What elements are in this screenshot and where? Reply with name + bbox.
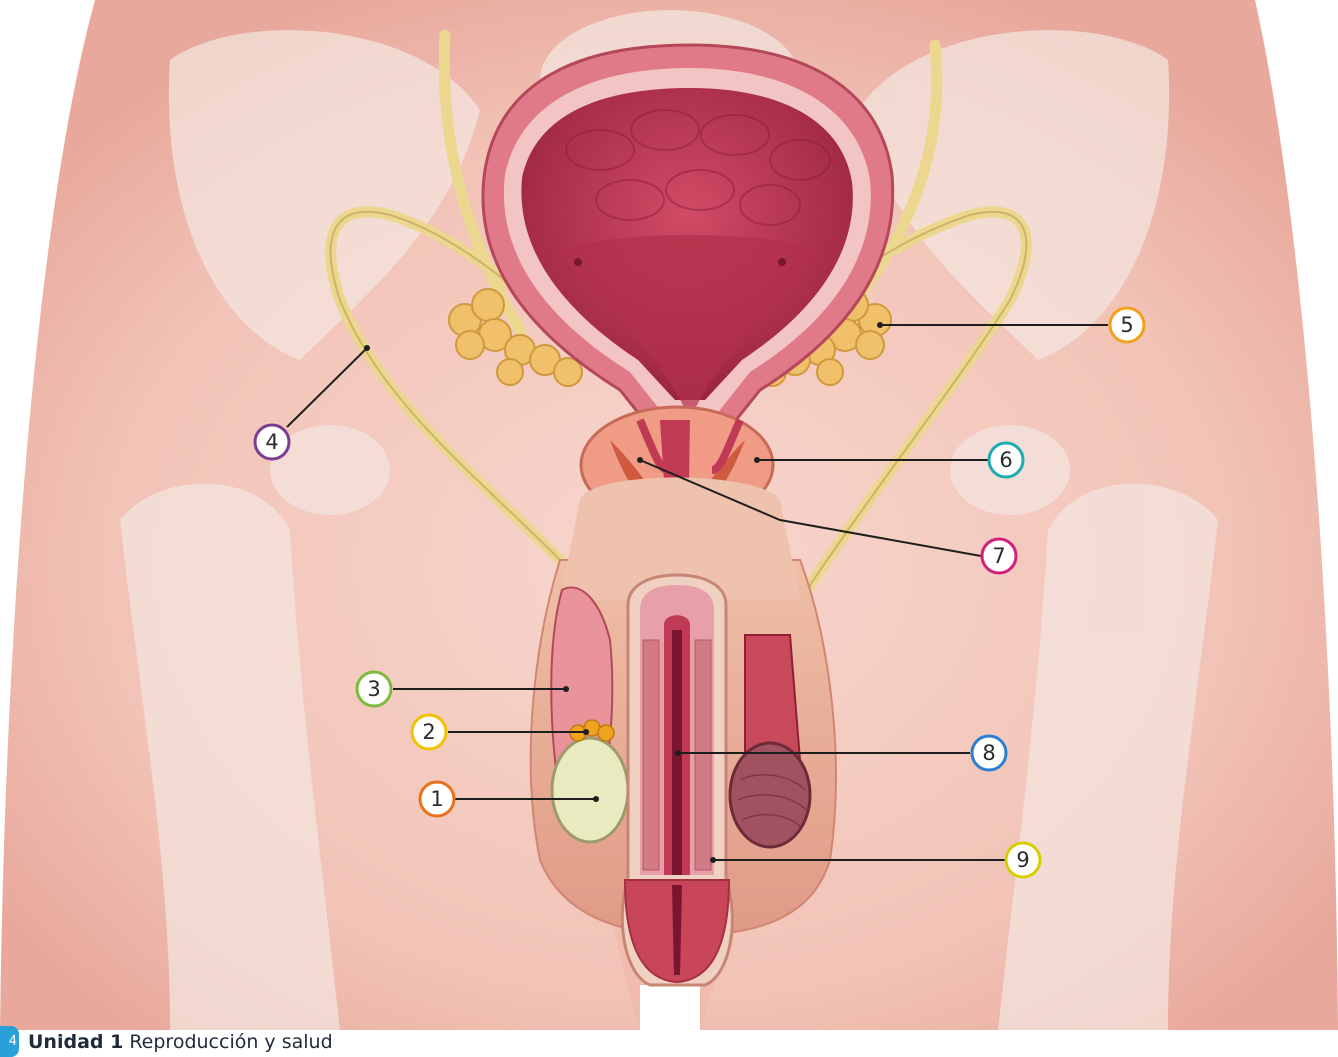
callout-7: 7	[982, 539, 1016, 573]
unit-title: Reproducción y salud	[129, 1031, 332, 1053]
callout-3: 3	[357, 672, 391, 706]
callout-9: 9	[1006, 843, 1040, 877]
unit-label: Unidad 1	[28, 1031, 123, 1053]
callout-number: 1	[430, 787, 443, 811]
callout-number: 5	[1120, 313, 1133, 337]
callout-2: 2	[412, 715, 446, 749]
penis	[622, 575, 732, 985]
callout-1: 1	[420, 782, 454, 816]
callout-number: 9	[1016, 848, 1029, 872]
callout-number: 6	[999, 448, 1012, 472]
callout-8: 8	[972, 736, 1006, 770]
callout-number: 4	[265, 430, 278, 454]
callout-5: 5	[1110, 308, 1144, 342]
callout-6: 6	[989, 443, 1023, 477]
page-footer: 4 Unidad 1 Reproducción y salud	[0, 1026, 333, 1057]
page-number: 4	[9, 1034, 17, 1049]
callout-number: 8	[982, 741, 995, 765]
callout-4: 4	[255, 425, 289, 459]
page-number-tab: 4	[0, 1026, 19, 1057]
callout-number: 2	[422, 720, 435, 744]
callout-number: 3	[367, 677, 380, 701]
callout-number: 7	[992, 544, 1005, 568]
